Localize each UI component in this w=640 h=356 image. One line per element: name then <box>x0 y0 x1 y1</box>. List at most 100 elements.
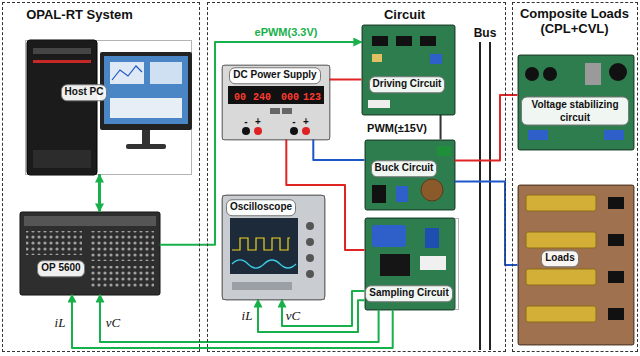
part-label: Oscilloscope <box>226 199 296 216</box>
capacitor <box>372 54 382 62</box>
pcb <box>365 218 455 310</box>
scope-knob <box>306 238 314 246</box>
switch <box>608 308 624 320</box>
display-digits: 00 <box>234 92 246 103</box>
monitor-stand <box>142 130 150 144</box>
monitor-frame <box>100 52 192 130</box>
text-holder: Voltage stabilizing circuit <box>521 97 629 126</box>
switch <box>608 197 624 209</box>
signal-name: iL <box>240 309 255 324</box>
text-holder: Circuit <box>365 5 445 23</box>
label-holder: 00 <box>234 86 246 104</box>
part-label: Host PC <box>61 84 108 101</box>
screen-window <box>150 62 182 84</box>
text-holder: Loads <box>520 247 600 267</box>
pcb <box>365 140 455 210</box>
terminal <box>254 127 262 135</box>
inductor <box>421 179 443 201</box>
loads-frame: Voltage stabilizing circuitLoadsComposit… <box>512 2 638 352</box>
scope-knob <box>306 270 314 278</box>
text-holder: Oscilloscope <box>221 196 301 216</box>
text-holder: Host PC <box>49 81 119 101</box>
label-holder: vC <box>104 313 122 331</box>
connector-panel <box>90 231 154 261</box>
group-heading: Circuit <box>384 7 425 23</box>
terminal-sign: + <box>255 116 261 127</box>
terminal-block <box>604 130 624 140</box>
text-holder: Sampling Circuit <box>364 282 454 302</box>
screen-window <box>110 62 144 84</box>
sampling-board: Sampling Circuit <box>365 218 459 310</box>
label-holder: 000 <box>281 86 299 104</box>
label-holder: ePWM(3.3V) <box>253 22 320 40</box>
bus-line <box>479 42 481 350</box>
capacitor <box>396 186 408 202</box>
text-holder: Driving Circuit <box>363 73 451 93</box>
drive-bay <box>33 48 91 54</box>
label-holder: iL <box>53 313 68 331</box>
connector-wire <box>98 175 101 212</box>
part-label: Sampling Circuit <box>365 285 452 302</box>
connector-wire <box>100 295 379 343</box>
resistor <box>526 269 596 285</box>
capacitor <box>430 54 442 64</box>
terminal-sign: - <box>292 116 295 127</box>
supply-button <box>270 108 280 114</box>
signal-label: PWM(±15V) <box>365 122 429 135</box>
part-label: Driving Circuit <box>369 76 446 93</box>
part-label: Buck Circuit <box>371 160 438 177</box>
connector-wire <box>282 291 365 326</box>
scope-knob <box>306 222 314 230</box>
scope-knob <box>306 254 314 262</box>
label-holder: PWM(±15V) <box>365 118 429 136</box>
label-holder: + <box>303 111 309 129</box>
circuit-frame: DC Power SupplyOscilloscope Driving Circu… <box>207 2 506 352</box>
simulator-box: OP 5600 <box>20 212 160 295</box>
switch <box>608 234 624 246</box>
tower-accent <box>33 60 91 63</box>
label-holder: iL <box>240 306 255 324</box>
oscilloscope: Oscilloscope <box>222 195 325 300</box>
connector-wire <box>160 42 362 245</box>
terminal <box>242 127 250 135</box>
terminal-block <box>437 146 451 156</box>
signal-name: iL <box>53 316 68 331</box>
resistor <box>526 195 596 211</box>
supply-button <box>282 108 292 114</box>
chip <box>420 36 436 46</box>
bus-line <box>489 42 491 350</box>
screen-plot <box>112 66 142 80</box>
load-board <box>518 185 634 345</box>
signal-name: vC <box>104 316 122 331</box>
monitor-screen <box>104 56 188 124</box>
switch <box>608 271 624 283</box>
part-label: OP 5600 <box>37 260 84 277</box>
label-holder: + <box>255 111 261 129</box>
resistor <box>526 306 596 322</box>
terminal-sign: - <box>244 116 247 127</box>
text-holder: OPAL-RT System <box>15 5 145 23</box>
mosfet <box>372 185 386 203</box>
header <box>420 256 446 270</box>
load-board: Loads <box>518 185 634 345</box>
capacitor <box>609 63 627 81</box>
connector-wire <box>440 115 442 140</box>
terminal-block <box>528 130 548 140</box>
connector-panel <box>90 266 154 288</box>
capacitor <box>525 67 539 81</box>
label-holder: - <box>292 111 295 129</box>
connector-panel <box>26 231 82 255</box>
system-frame: Host PC OP 5600 OPAL-RT System <box>2 2 200 352</box>
display-digits: 000 <box>281 92 299 103</box>
power-supply-body <box>222 65 330 140</box>
sensor-module <box>380 254 410 276</box>
label-holder: 123 <box>303 86 321 104</box>
regulator-board: Voltage stabilizing circuit <box>518 55 634 150</box>
connector-wire <box>330 79 362 81</box>
display-digits: 240 <box>253 92 271 103</box>
text-holder: DC Power Supply <box>225 64 325 84</box>
chip <box>396 36 412 46</box>
